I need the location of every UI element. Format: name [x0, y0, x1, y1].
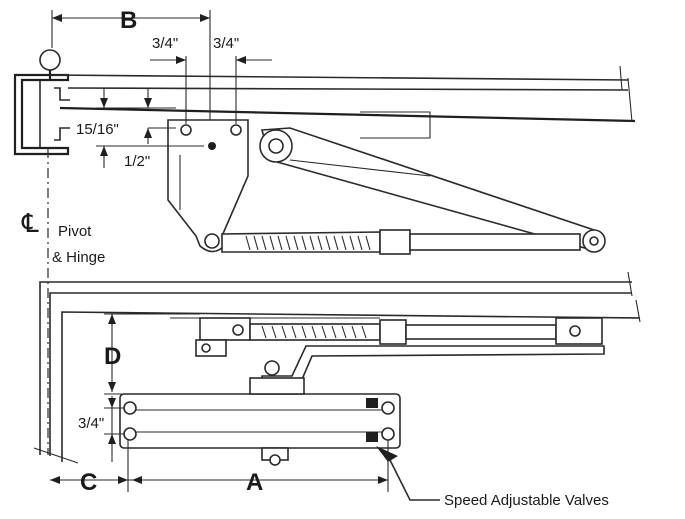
dimension-half-inch: 1/2"	[124, 153, 150, 170]
speed-valve-lower	[366, 432, 378, 442]
top-view	[13, 49, 636, 455]
door-frame-channel	[13, 73, 70, 156]
dimension-c-label: C	[80, 469, 97, 496]
dimension-three-quarter-left: 3/4"	[152, 35, 178, 52]
speed-valves-label: Speed Adjustable Valves	[444, 492, 609, 509]
speed-valve-arrow	[376, 446, 398, 462]
labels: B 3/4" 3/4" 15/16" 1/2" ℄ Pivot & Hinge …	[21, 7, 609, 509]
main-arm	[260, 127, 602, 251]
dimension-lines	[50, 10, 389, 492]
speed-valve-upper	[366, 398, 378, 408]
door-header-frame	[39, 281, 641, 462]
bottom-view	[33, 271, 641, 501]
dimension-b-label: B	[120, 7, 137, 34]
dimension-d-label: D	[104, 343, 121, 370]
dimension-a-label: A	[246, 469, 263, 496]
centerline-symbol: ℄	[21, 208, 39, 238]
dimension-three-quarter-right: 3/4"	[213, 35, 239, 52]
forearm-rod	[221, 231, 381, 253]
dimension-fifteen-sixteenths: 15/16"	[76, 121, 119, 138]
body-mount-screw	[123, 401, 137, 415]
hinge-pivot-ball	[39, 49, 61, 71]
dimension-three-quarter-vertical: 3/4"	[78, 415, 104, 432]
arm-mounting-bracket	[167, 119, 249, 253]
door-top-edge	[51, 74, 629, 81]
parallel-main-arm	[261, 345, 605, 385]
closer-body	[119, 393, 401, 449]
door-face	[59, 106, 636, 123]
hinge-label: & Hinge	[52, 249, 105, 266]
door-inner-edge	[67, 87, 629, 91]
pivot-label: Pivot	[58, 223, 92, 240]
